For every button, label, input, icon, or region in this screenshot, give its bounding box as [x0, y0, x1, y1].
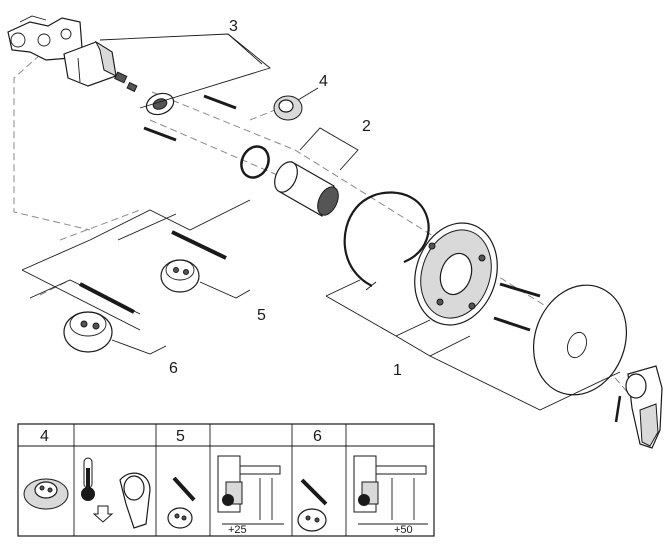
- legend-rod-6: [300, 478, 328, 506]
- thermometer-icon: [81, 457, 114, 523]
- callout-1: 1: [393, 362, 402, 379]
- trim-plate: [532, 284, 628, 396]
- lever-handle: [614, 365, 663, 449]
- o-ring: [240, 145, 270, 179]
- callout-6: 6: [169, 360, 178, 377]
- dim-label-50: +50: [394, 524, 413, 536]
- part-2-sleeve: [274, 127, 359, 217]
- snap-ring: [343, 191, 430, 287]
- legend-label-5: 5: [176, 428, 185, 445]
- legend-lever-icon: [119, 472, 151, 529]
- legend-label-4: 4: [40, 428, 49, 445]
- part-1-bracket: [325, 279, 621, 411]
- alt-part-6: [29, 279, 167, 355]
- install-diagram-25: +25: [217, 455, 284, 536]
- callout-5: 5: [257, 307, 266, 324]
- install-diagram-50: +50: [353, 455, 428, 536]
- legend-label-6: 6: [313, 428, 322, 445]
- valve-body-group: [7, 15, 237, 142]
- callout-2: 2: [362, 118, 371, 135]
- legend-cartridge-5: [167, 507, 193, 529]
- legend-rod-5: [172, 476, 196, 502]
- part-4-cap: [273, 87, 319, 121]
- legend-cartridge-6: [297, 508, 327, 532]
- callout-4: 4: [319, 73, 328, 90]
- callout-3: 3: [229, 18, 238, 35]
- mounting-plate: [414, 222, 541, 332]
- legend-table: 4 5 6: [17, 423, 435, 537]
- dim-label-25: +25: [228, 524, 247, 536]
- alt-part-5: [21, 199, 251, 331]
